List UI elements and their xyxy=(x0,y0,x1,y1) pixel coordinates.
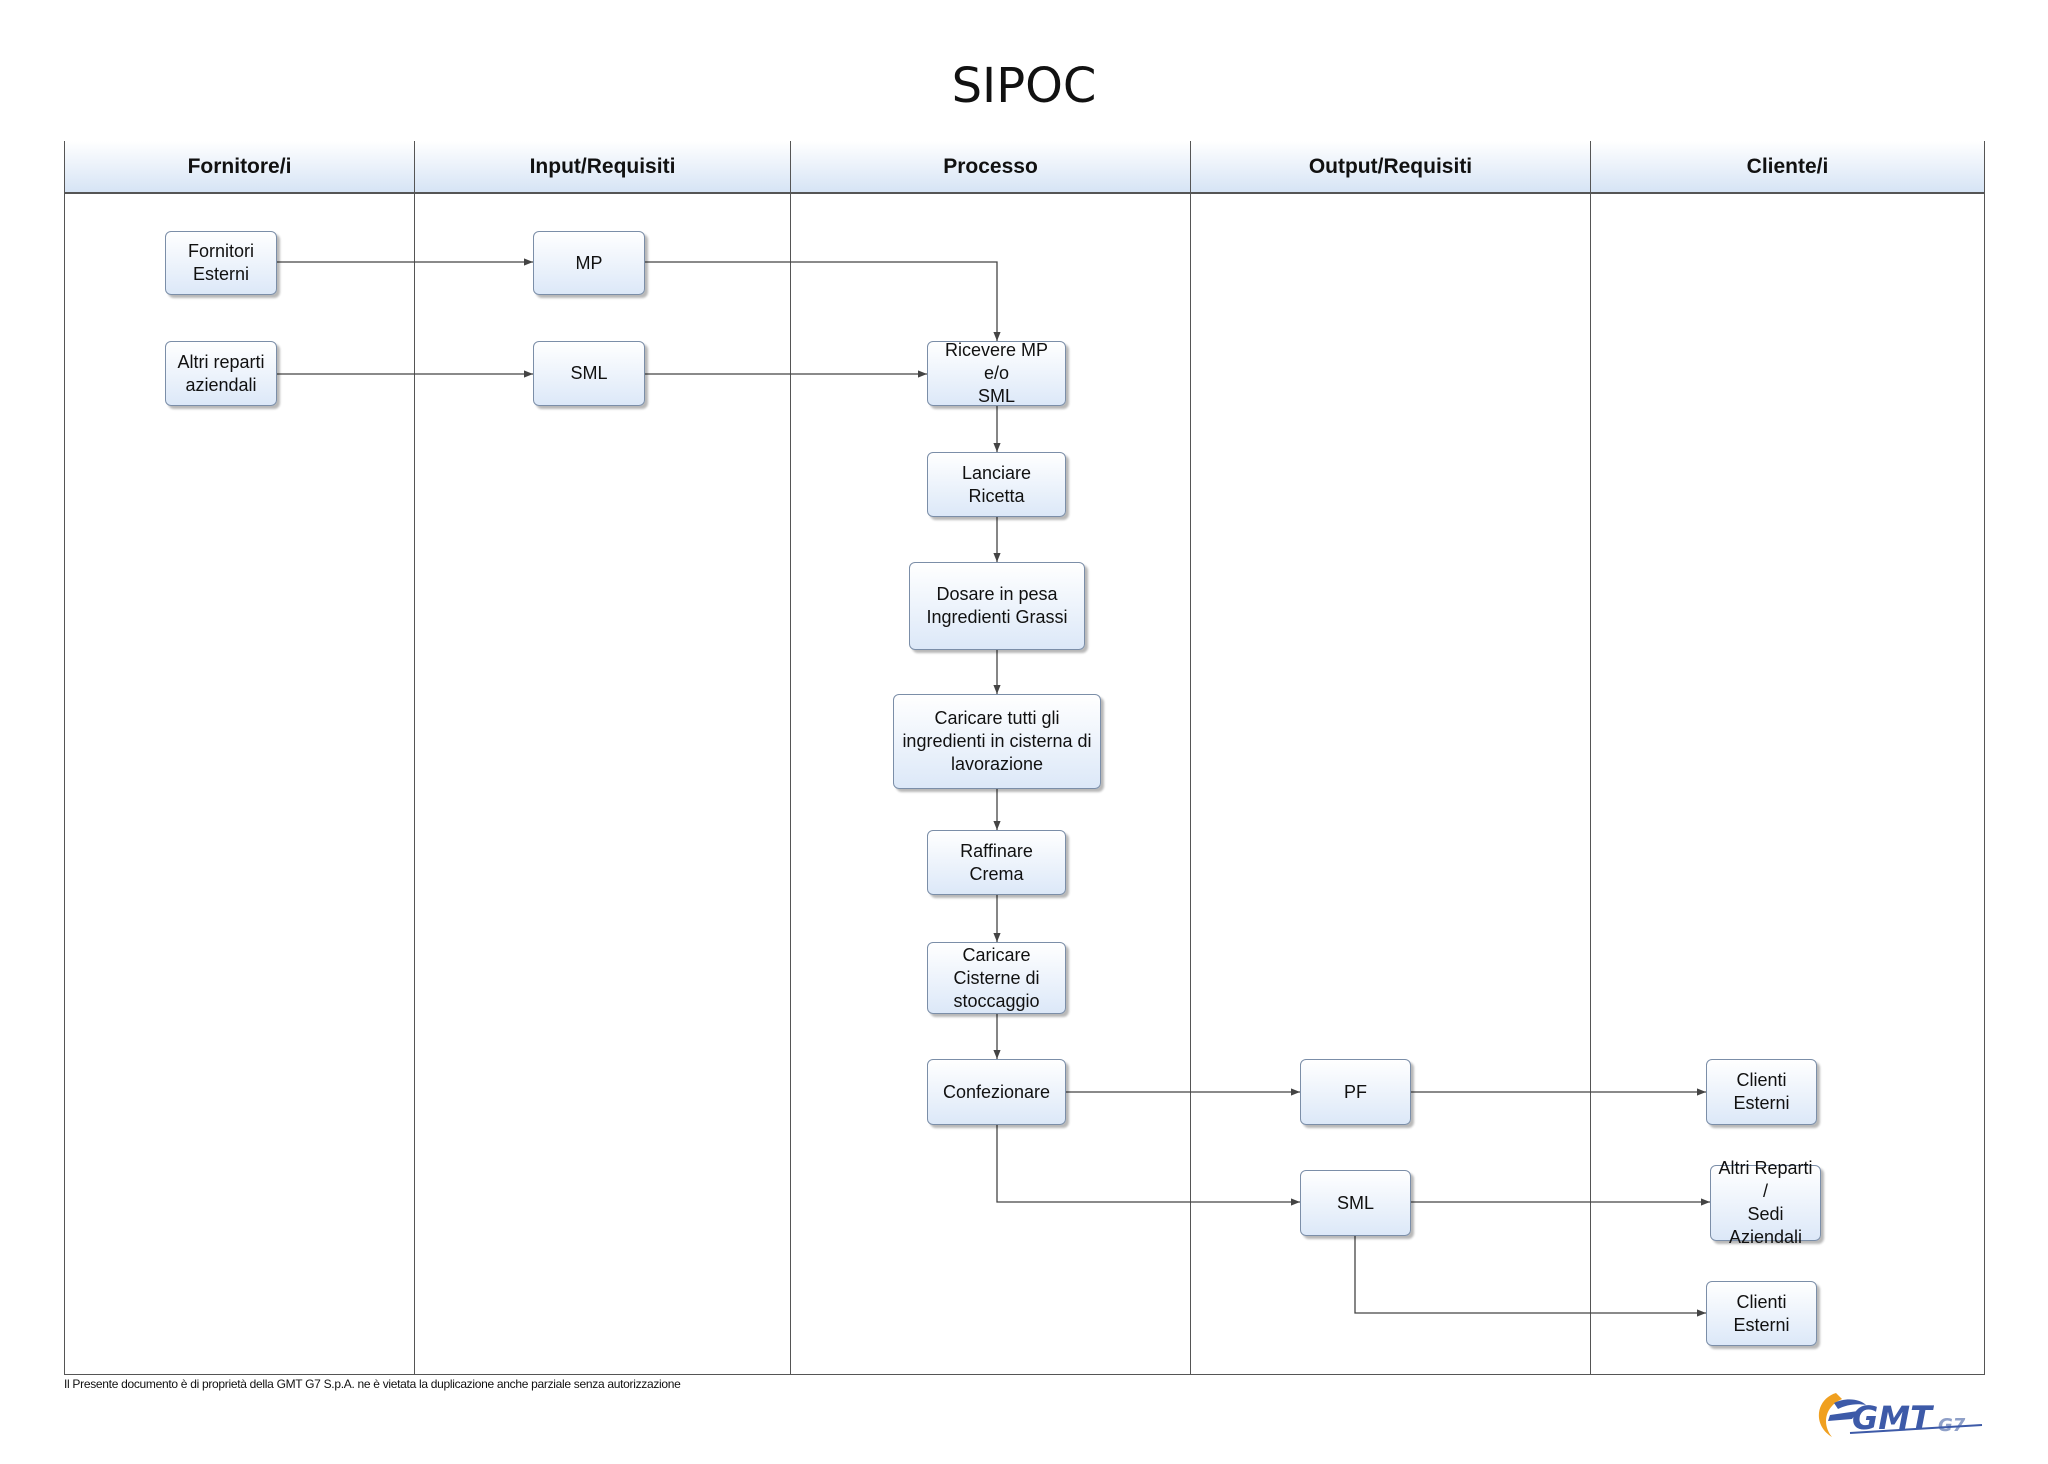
footer-disclaimer: Il Presente documento è di proprietà del… xyxy=(64,1377,681,1391)
lane-header-output: Output/Requisiti xyxy=(1191,141,1590,194)
node-sml-output: SML xyxy=(1300,1170,1411,1236)
node-label: SML xyxy=(1336,1192,1374,1213)
connector-mp-ricevere xyxy=(645,261,1001,341)
node-label: SML xyxy=(570,363,608,383)
node-sml-input: SML xyxy=(533,341,645,406)
page-title: SIPOC xyxy=(951,58,1097,114)
logo-subtext: G7 xyxy=(1938,1415,1966,1436)
lane-header-input: Input/Requisiti xyxy=(415,141,790,194)
node-label: MP xyxy=(575,252,603,273)
lane-header-clienti: Cliente/i xyxy=(1591,141,1984,194)
node-label: PF xyxy=(1343,1081,1367,1102)
node-mp: MP xyxy=(533,231,645,295)
lane-divider xyxy=(790,141,791,1375)
node-label: Confezionare xyxy=(942,1081,1051,1102)
lane-divider xyxy=(1190,141,1191,1375)
connector-sml-clienti xyxy=(1354,1236,1706,1317)
lane-divider xyxy=(1590,141,1591,1375)
node-confezionare: Confezionare xyxy=(927,1059,1066,1125)
lane-header-fornitori: Fornitore/i xyxy=(65,141,414,194)
gmt-g7-logo: GMT G7 xyxy=(1818,1393,1983,1437)
connector-confezionare-sml xyxy=(996,1125,1300,1206)
lane-header-processo: Processo xyxy=(791,141,1190,194)
node-pf: PF xyxy=(1300,1059,1411,1125)
lane-divider xyxy=(414,141,415,1375)
